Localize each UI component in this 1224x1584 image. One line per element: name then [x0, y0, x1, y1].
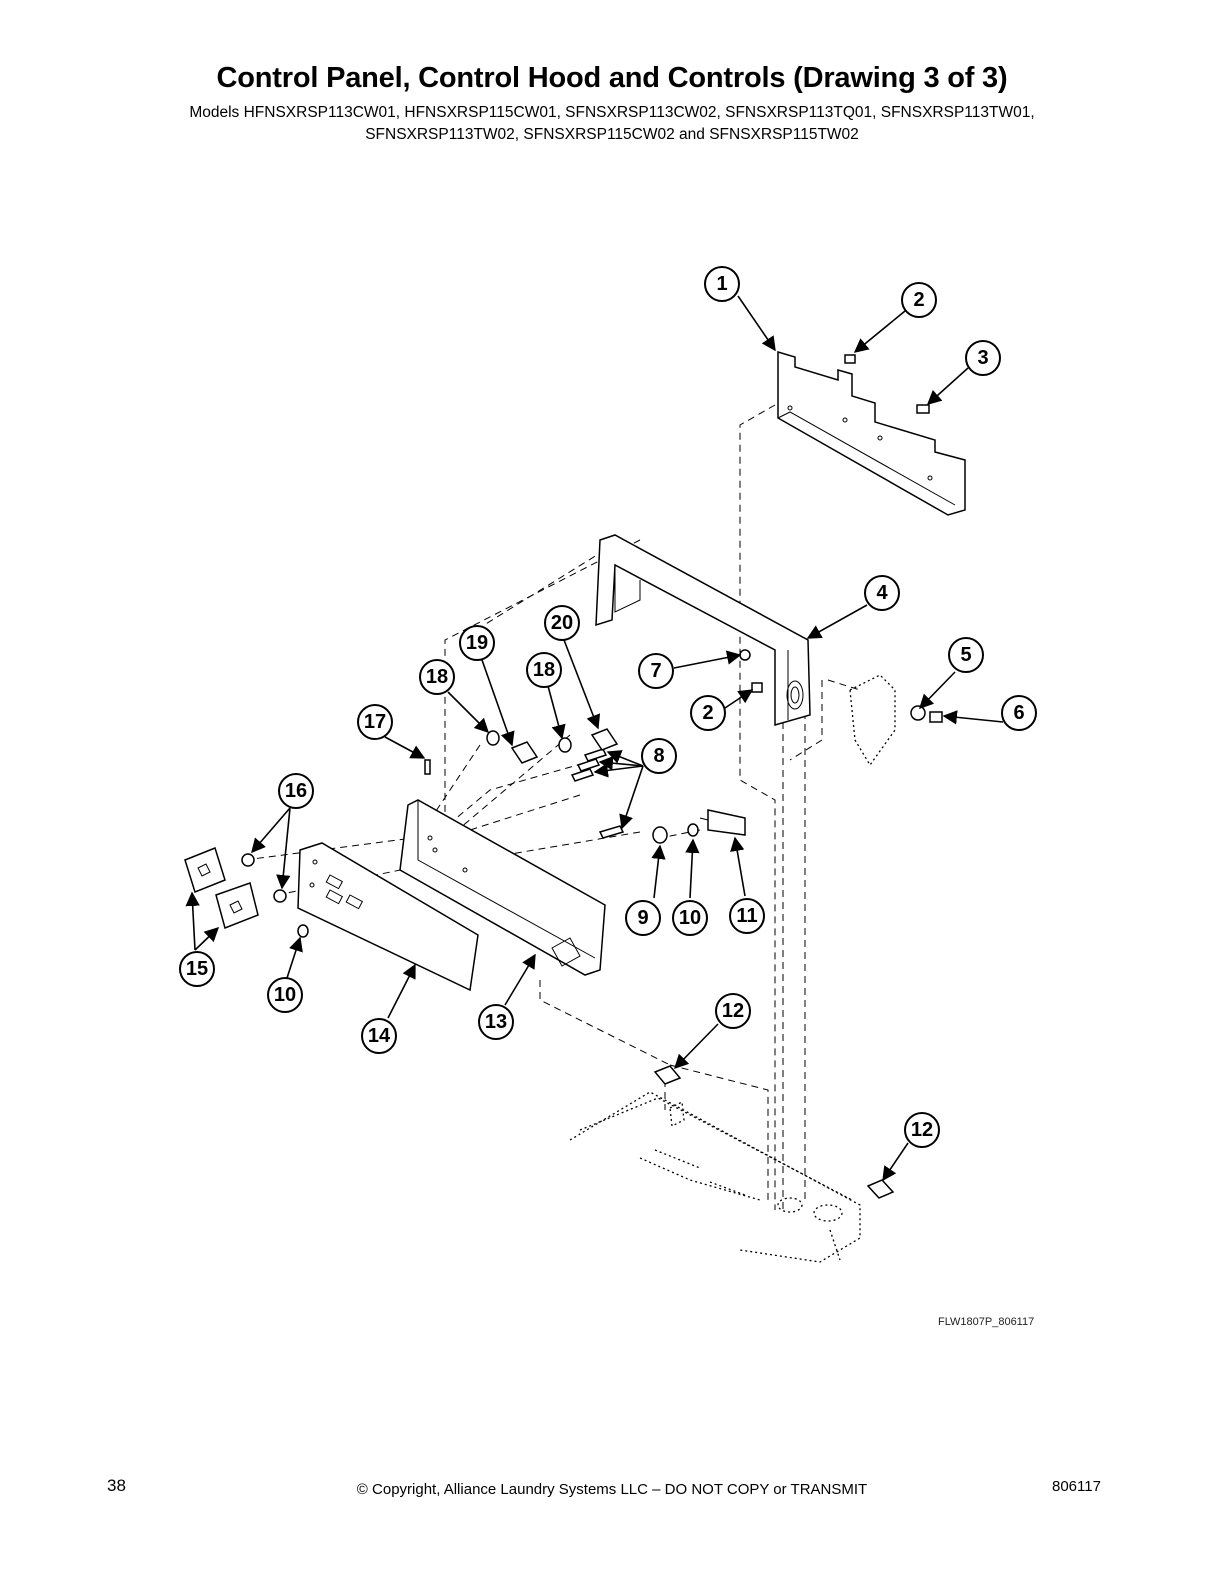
- part-switch-20: [590, 728, 619, 751]
- models-line-1: Models HFNSXRSP113CW01, HFNSXRSP115CW01,…: [189, 104, 1035, 121]
- callout-7: 7: [638, 653, 674, 689]
- part-knob-15b: [215, 882, 259, 930]
- svg-text:13: 13: [485, 1011, 507, 1033]
- svg-text:10: 10: [679, 907, 701, 929]
- part-overlay-14: [297, 842, 479, 992]
- part-washer-10a: [297, 924, 309, 938]
- svg-text:18: 18: [533, 659, 555, 681]
- svg-text:4: 4: [876, 582, 888, 604]
- part-nut-16b: [273, 889, 287, 903]
- callout-17: 17: [357, 704, 393, 740]
- callout-2: 2: [901, 282, 937, 318]
- part-screw-2b: [751, 682, 763, 693]
- document-number: 806117: [1052, 1478, 1101, 1495]
- page-number: 38: [107, 1476, 126, 1495]
- svg-text:19: 19: [466, 632, 488, 654]
- svg-text:2: 2: [702, 702, 713, 724]
- part-control-panel: [399, 799, 606, 976]
- part-washer-10b: [687, 823, 699, 837]
- callout-2b: 2: [690, 695, 726, 731]
- part-washer-18a: [486, 730, 500, 746]
- part-nut-16a: [241, 853, 255, 867]
- leader-arrows: [185, 295, 1004, 1182]
- part-rear-plate: [777, 350, 966, 516]
- part-bracket-ghost: [849, 674, 896, 767]
- callout-8: 8: [641, 738, 677, 774]
- callout-11: 11: [729, 898, 765, 934]
- svg-text:20: 20: [551, 612, 573, 634]
- callout-10a: 10: [267, 977, 303, 1013]
- svg-text:9: 9: [637, 907, 648, 929]
- svg-text:12: 12: [722, 1000, 744, 1022]
- cabinet-top-ghost: [569, 1091, 861, 1263]
- callout-15: 15: [179, 951, 215, 987]
- callout-1: 1: [704, 266, 740, 302]
- figure-code: FLW1807P_806117: [938, 1316, 1035, 1328]
- callout-12b: 12: [904, 1112, 940, 1148]
- part-washer-9: [652, 826, 668, 844]
- page-title: Control Panel, Control Hood and Controls…: [216, 62, 1008, 94]
- copyright-notice: © Copyright, Alliance Laundry Systems LL…: [356, 1481, 868, 1498]
- svg-text:16: 16: [285, 780, 307, 802]
- part-nut-7: [739, 649, 751, 661]
- callout-18b: 18: [526, 652, 562, 688]
- callout-18a: 18: [419, 659, 455, 695]
- svg-text:11: 11: [736, 905, 757, 927]
- callout-19: 19: [459, 625, 495, 661]
- svg-text:12: 12: [911, 1119, 933, 1141]
- part-screw-6: [929, 711, 943, 723]
- svg-text:2: 2: [913, 289, 924, 311]
- part-label-12b: [866, 1179, 895, 1199]
- callout-14: 14: [361, 1018, 397, 1054]
- callout-4: 4: [864, 575, 900, 611]
- part-washer-18b: [558, 737, 572, 753]
- callout-9: 9: [625, 900, 661, 936]
- callout-13: 13: [478, 1004, 514, 1040]
- callout-10b: 10: [672, 900, 708, 936]
- part-screw-17: [424, 759, 431, 775]
- svg-text:18: 18: [426, 666, 448, 688]
- svg-text:3: 3: [977, 347, 988, 369]
- part-knob-15a: [184, 847, 226, 893]
- svg-text:8: 8: [653, 745, 664, 767]
- part-screw-top: [844, 354, 856, 364]
- callout-6: 6: [1001, 695, 1037, 731]
- svg-text:6: 6: [1013, 702, 1024, 724]
- part-screw-right: [916, 404, 930, 414]
- svg-text:1: 1: [716, 273, 727, 295]
- assembly-dashed-lines: [244, 404, 861, 1210]
- svg-text:15: 15: [186, 958, 208, 980]
- part-knob-5: [910, 705, 926, 721]
- part-control-hood: [595, 534, 811, 726]
- callout-20: 20: [544, 605, 580, 641]
- svg-text:17: 17: [364, 711, 386, 733]
- svg-text:14: 14: [368, 1025, 391, 1047]
- part-label-12a: [653, 1065, 682, 1085]
- callout-5: 5: [948, 637, 984, 673]
- part-lamps-8: [570, 748, 625, 839]
- part-switch-11: [699, 809, 746, 836]
- svg-text:10: 10: [274, 984, 296, 1006]
- svg-text:5: 5: [960, 644, 971, 666]
- models-line-2: SFNSXRSP113TW02, SFNSXRSP115CW02 and SFN…: [365, 126, 859, 143]
- callout-16: 16: [278, 773, 314, 809]
- callout-12a: 12: [715, 993, 751, 1029]
- part-switch-19: [510, 741, 539, 764]
- svg-text:7: 7: [650, 660, 661, 682]
- callout-3: 3: [965, 340, 1001, 376]
